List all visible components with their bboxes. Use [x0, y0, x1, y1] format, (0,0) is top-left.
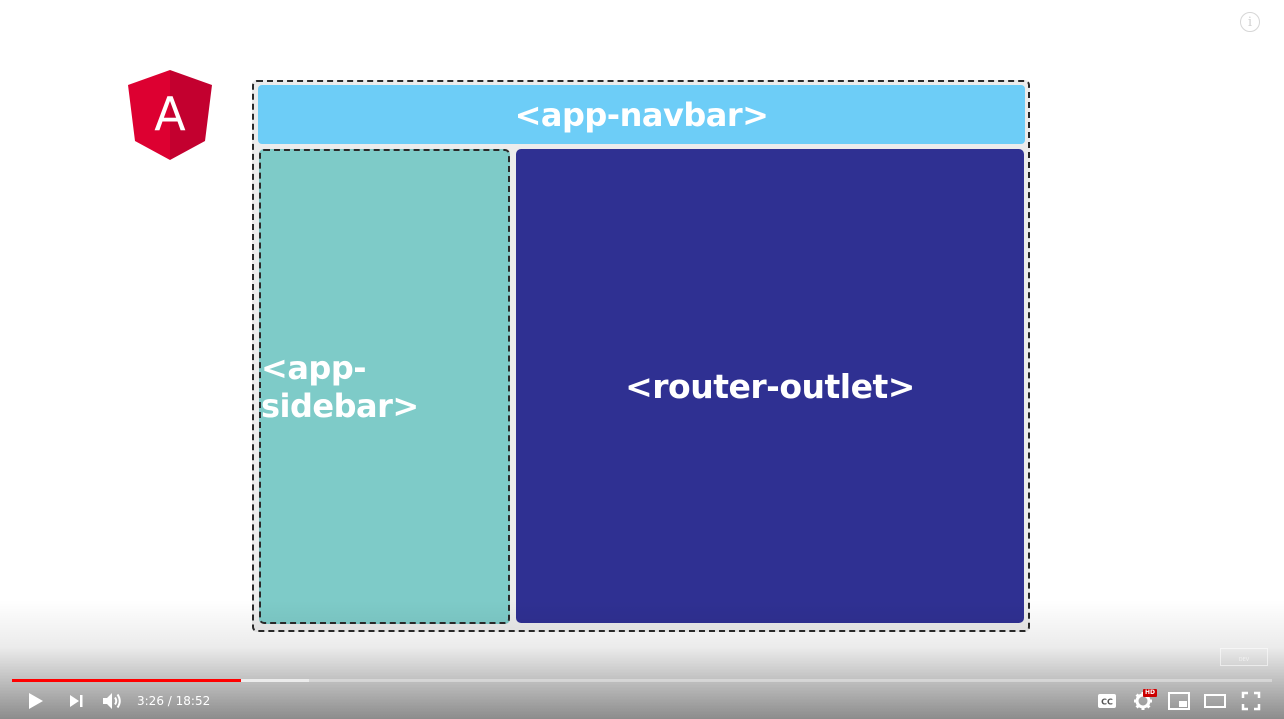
watermark-text: DEV: [1238, 657, 1250, 663]
theater-mode-button[interactable]: [1201, 688, 1229, 714]
progress-played: [12, 679, 242, 682]
volume-icon: [103, 693, 121, 709]
mute-button[interactable]: [98, 688, 126, 714]
router-outlet-box: <router-outlet>: [516, 149, 1024, 623]
channel-watermark[interactable]: DEV: [1220, 648, 1268, 666]
fullscreen-button[interactable]: [1237, 688, 1265, 714]
fullscreen-icon: [1241, 691, 1261, 711]
play-icon: [29, 693, 43, 709]
current-time: 3:26: [137, 694, 164, 708]
router-outlet-label: <router-outlet>: [625, 366, 915, 406]
miniplayer-button[interactable]: [1165, 688, 1193, 714]
time-display: 3:26 / 18:52: [137, 693, 210, 709]
captions-button[interactable]: CC: [1093, 688, 1121, 714]
captions-icon: CC: [1098, 694, 1116, 708]
sidebar-component-box: <app-sidebar>: [259, 149, 510, 624]
navbar-component-box: <app-navbar>: [258, 85, 1025, 144]
progress-bar[interactable]: [12, 679, 1272, 682]
app-layout-diagram: <app-navbar> <app-sidebar> <router-outle…: [252, 80, 1030, 632]
play-button[interactable]: [22, 688, 50, 714]
hd-badge: HD: [1142, 689, 1157, 697]
miniplayer-icon: [1168, 692, 1190, 710]
angular-logo-letter: A: [154, 87, 186, 141]
theater-icon: [1204, 694, 1226, 708]
angular-logo: A: [128, 70, 212, 160]
duration: 18:52: [175, 694, 211, 708]
settings-button[interactable]: HD: [1129, 688, 1157, 714]
sidebar-component-label: <app-sidebar>: [261, 348, 419, 425]
next-button[interactable]: [62, 688, 90, 714]
next-icon: [70, 695, 83, 707]
time-separator: /: [163, 694, 176, 708]
info-icon[interactable]: i: [1240, 12, 1260, 32]
navbar-component-label: <app-navbar>: [514, 95, 769, 134]
svg-text:CC: CC: [1101, 698, 1113, 707]
